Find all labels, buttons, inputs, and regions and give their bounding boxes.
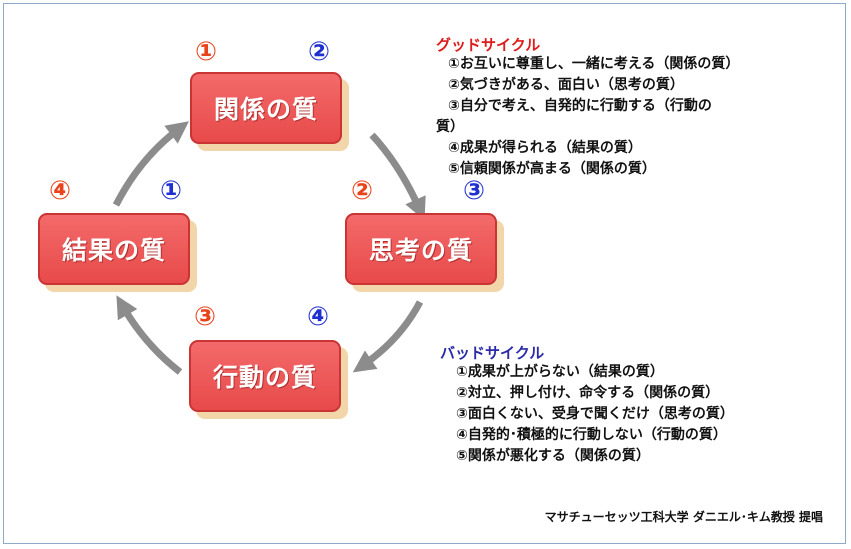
bad-cycle-item: ④自発的･積極的に行動しない（行動の質） — [456, 427, 727, 443]
good-cycle-item: ⑤信頼関係が高まる（関係の質） — [448, 161, 656, 177]
bad-cycle-item: ②対立、押し付け、命令する（関係の質） — [456, 385, 720, 401]
good-cycle-list: ①お互いに尊重し、一緒に考える（関係の質） ②気づきがある、面白い（思考の質） … — [436, 54, 739, 180]
good-cycle-item: ③自分で考え、自発的に行動する（行動の — [448, 98, 712, 114]
bad-step-thinking: ③ — [462, 176, 485, 206]
good-step-thinking: ② — [350, 176, 373, 206]
bad-step-relationship: ② — [307, 37, 330, 67]
bad-cycle-title: バッドサイクル — [440, 344, 545, 362]
bad-cycle-item: ③面白くない、受身で聞くだけ（思考の質） — [456, 406, 734, 422]
box-thinking-quality: 思考の質 — [345, 213, 497, 285]
arrow-quality-to-thinking — [369, 132, 426, 221]
good-cycle-item: ②気づきがある、面白い（思考の質） — [448, 77, 684, 93]
good-step-action: ③ — [193, 302, 216, 332]
good-step-relationship: ① — [194, 37, 217, 67]
good-cycle-item: ①お互いに尊重し、一緒に考える（関係の質） — [448, 56, 740, 72]
bad-cycle-item: ⑤関係が悪化する（関係の質） — [456, 448, 650, 464]
box-relationship-quality: 関係の質 — [190, 72, 342, 144]
box-action-quality: 行動の質 — [189, 340, 341, 412]
bad-step-action: ④ — [306, 302, 329, 332]
arrow-action-to-result — [116, 295, 183, 375]
bad-cycle-item: ①成果が上がらない（結果の質） — [456, 364, 664, 380]
good-step-result: ④ — [48, 176, 71, 206]
box-result-quality: 結果の質 — [38, 213, 190, 285]
good-cycle-item-wrap: 質） — [436, 119, 464, 135]
arrow-thinking-to-action — [352, 300, 424, 373]
good-cycle-title: グッドサイクル — [436, 36, 541, 54]
good-cycle-item: ④成果が得られる（結果の質） — [448, 140, 642, 156]
attribution: マサチューセッツ工科大学 ダニエル･キム教授 提唱 — [544, 510, 823, 524]
bad-step-result: ① — [159, 176, 182, 206]
arrow-result-to-relationship — [112, 121, 189, 207]
bad-cycle-list: ①成果が上がらない（結果の質） ②対立、押し付け、命令する（関係の質） ③面白く… — [456, 362, 734, 467]
